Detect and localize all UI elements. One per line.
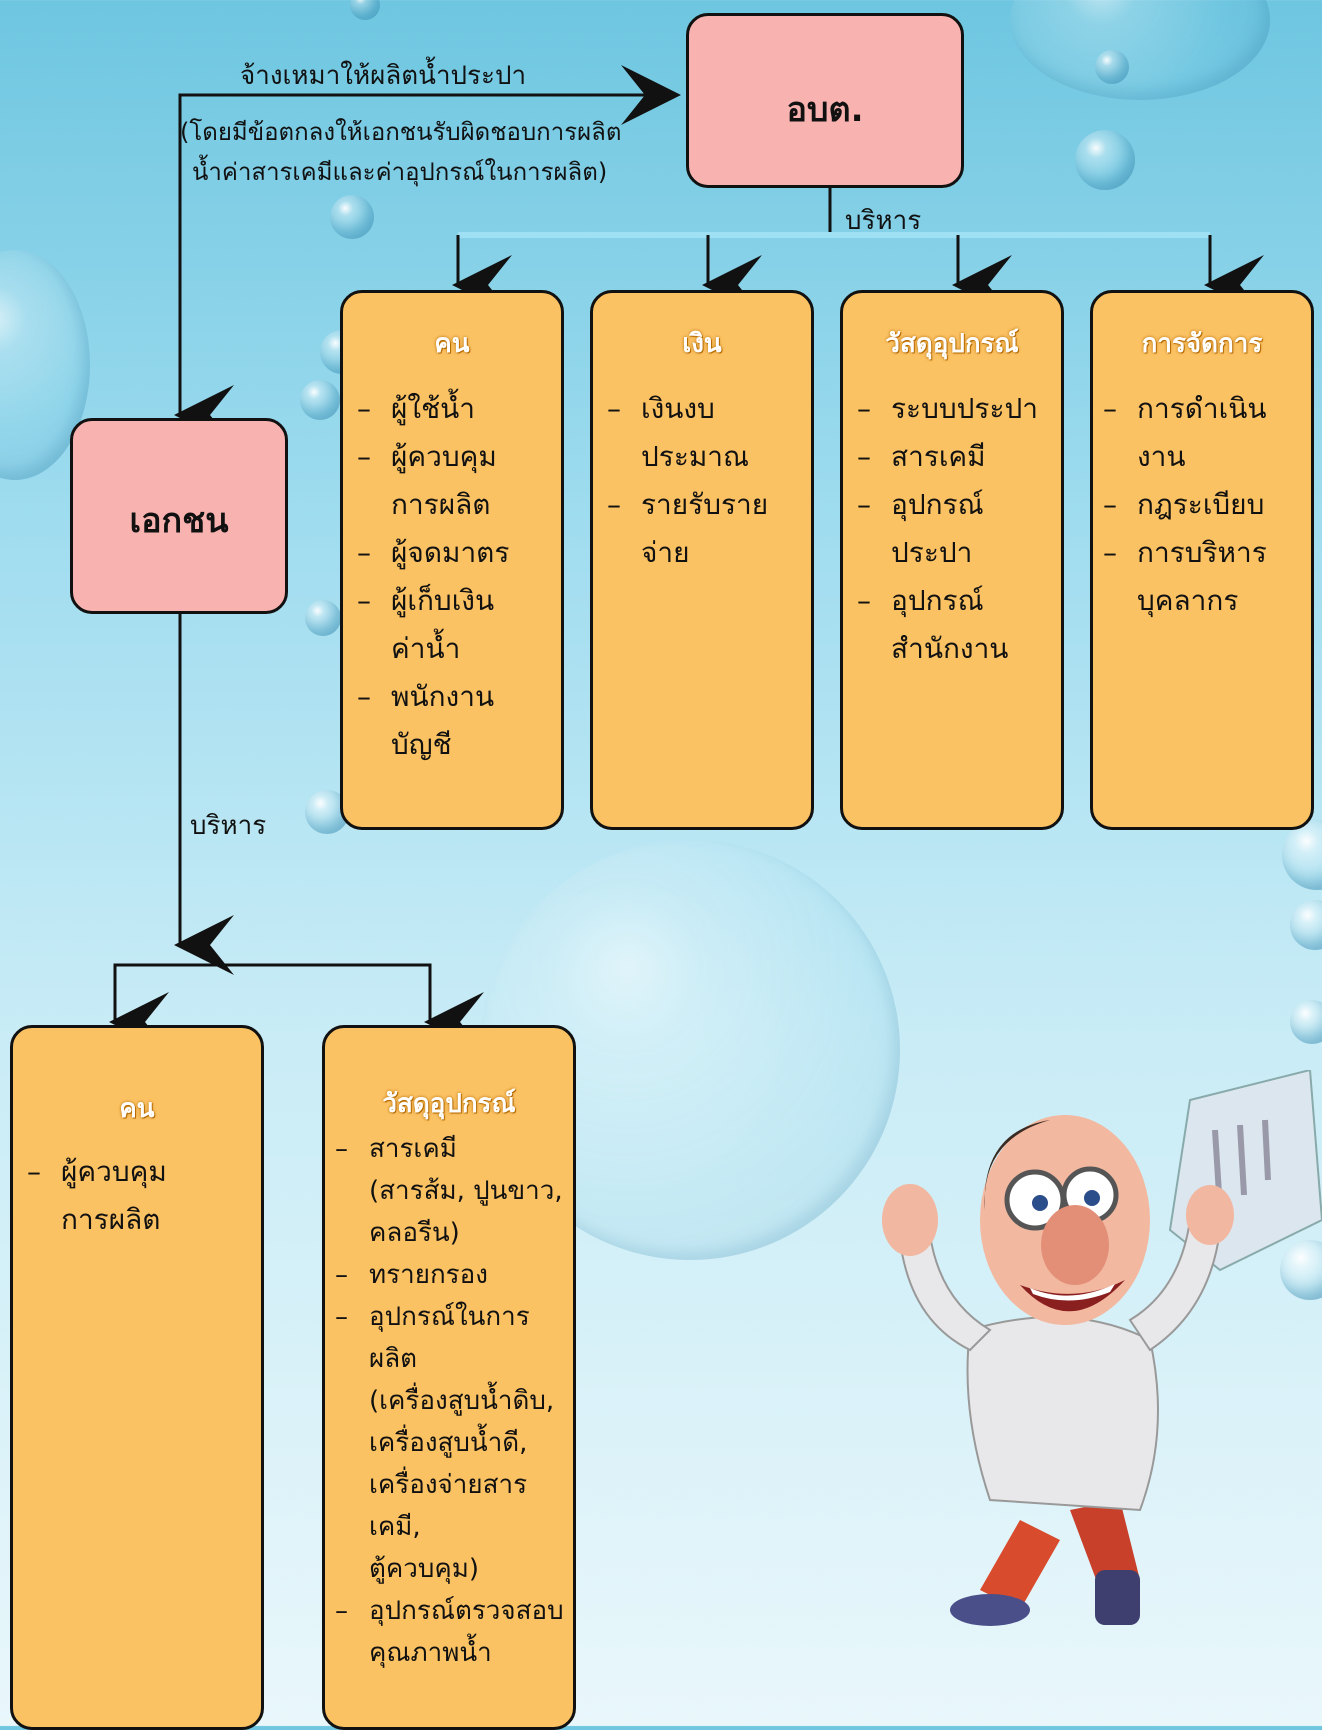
tambon-node-title: อบต. <box>786 90 864 130</box>
bubble-decoration <box>330 195 374 239</box>
tambon-category-management: การจัดการ –การดำเนินงาน –กฎระเบียบ –การบ… <box>1090 290 1314 830</box>
tambon-category-people: คน –ผู้ใช้น้ำ –ผู้ควบคุมการผลิต –ผู้จดมา… <box>340 290 564 830</box>
contract-label: จ้างเหมาให้ผลิตน้ำประปา <box>240 61 527 91</box>
private-category-materials: วัสดุอุปกรณ์ –สารเคมี(สารส้ม, ปูนขาว,คลอ… <box>322 1025 576 1730</box>
list-item: –อุปกรณ์ประปา <box>857 488 984 569</box>
cartoon-man-illustration <box>882 1070 1322 1626</box>
category-title: การจัดการ <box>1141 329 1263 359</box>
manage-label-top: บริหาร <box>845 206 922 236</box>
contract-connector <box>178 65 681 385</box>
list-item: –อุปกรณ์ตรวจสอบคุณภาพน้ำ <box>335 1596 564 1668</box>
list-item: –สารเคมี <box>857 440 986 473</box>
list-item: –รายรับรายจ่าย <box>607 488 769 569</box>
manage-label-left: บริหาร <box>190 811 267 841</box>
category-title: วัสดุอุปกรณ์ <box>382 1089 516 1119</box>
tambon-node: อบต. <box>686 13 964 188</box>
list-item: –ระบบประปา <box>857 392 1038 425</box>
list-item: –ผู้เก็บเงินค่าน้ำ <box>357 584 495 665</box>
list-item: –การดำเนินงาน <box>1103 392 1267 473</box>
private-category-people: คน –ผู้ควบคุมการผลิต <box>10 1025 264 1730</box>
list-item: –ผู้จดมาตร <box>357 536 510 569</box>
list-item: –อุปกรณ์สำนักงาน <box>857 584 1009 665</box>
bubble-decoration <box>350 0 380 20</box>
category-title: คน <box>434 329 470 359</box>
bubble-decoration <box>300 380 340 420</box>
bubble-decoration <box>1290 1000 1322 1044</box>
bubble-decoration <box>1075 130 1135 190</box>
list-item: –ผู้ควบคุมการผลิต <box>27 1155 167 1236</box>
contract-note-line-2: น้ำค่าสารเคมีและค่าอุปกรณ์ในการผลิต) <box>192 158 608 186</box>
contract-note-line-1: (โดยมีข้อตกลงให้เอกชนรับผิดชอบการผลิต <box>180 118 622 146</box>
list-item: –พนักงานบัญชี <box>357 680 495 761</box>
private-node: เอกชน <box>70 418 288 614</box>
list-item: –กฎระเบียบ <box>1103 488 1265 521</box>
category-title: คน <box>119 1094 155 1124</box>
bubble-decoration <box>305 600 341 636</box>
list-item: –ผู้ควบคุมการผลิต <box>357 440 497 521</box>
list-item: –ทรายกรอง <box>335 1260 488 1290</box>
private-node-title: เอกชน <box>129 501 229 541</box>
list-item: –เงินงบประมาณ <box>607 392 750 473</box>
tambon-category-materials: วัสดุอุปกรณ์ –ระบบประปา –สารเคมี –อุปกรณ… <box>840 290 1064 830</box>
list-item: –ผู้ใช้น้ำ <box>357 392 475 425</box>
category-title: วัสดุอุปกรณ์ <box>885 329 1019 359</box>
bubble-decoration <box>1280 1240 1322 1300</box>
list-item: –การบริหารบุคลากร <box>1103 536 1267 617</box>
bubble-decoration <box>1095 50 1129 84</box>
tambon-category-money: เงิน –เงินงบประมาณ –รายรับรายจ่าย <box>590 290 814 830</box>
list-item: –อุปกรณ์ในการผลิต(เครื่องสูบน้ำดิบ,เครื่… <box>335 1302 555 1584</box>
list-item: –สารเคมี(สารส้ม, ปูนขาว,คลอรีน) <box>335 1134 563 1248</box>
category-title: เงิน <box>682 329 722 359</box>
